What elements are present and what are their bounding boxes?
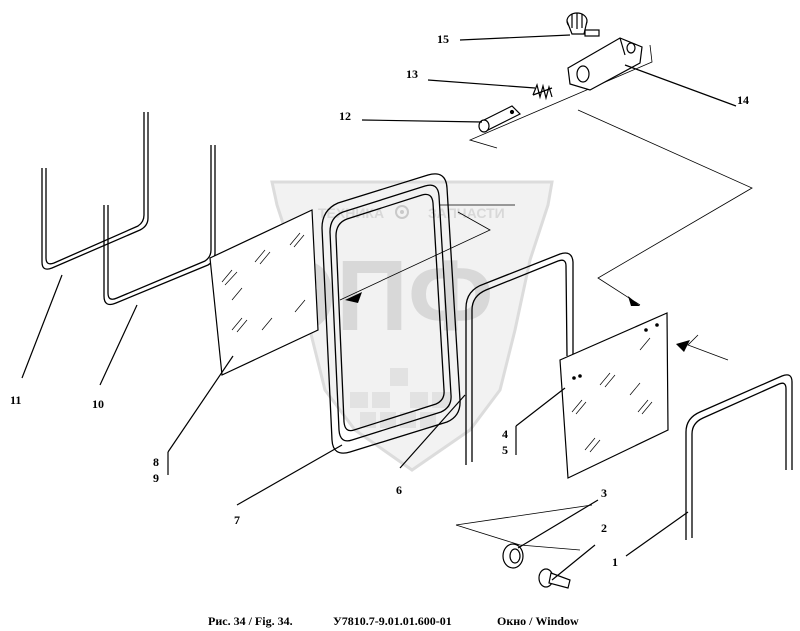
- figure-caption: Рис. 34 / Fig. 34. У7810.7-9.01.01.600-0…: [208, 614, 579, 628]
- glass-pane-part-8: [209, 209, 319, 376]
- latch-bracket-part-14: [567, 37, 643, 91]
- gear-icon: [395, 205, 409, 219]
- pin-part-12: [478, 105, 522, 133]
- glass-panel-part-4: [559, 312, 669, 479]
- bushing-part-3: [502, 543, 524, 569]
- callout-8: 8: [153, 455, 159, 469]
- seal-strip-part-6: [465, 252, 574, 465]
- u-frame-part-1: [685, 374, 793, 540]
- caption-part-code: У7810.7-9.01.01.600-01: [333, 614, 452, 628]
- knob-part-15: [566, 12, 600, 37]
- callout-5: 5: [502, 443, 508, 457]
- callout-12: 12: [339, 109, 351, 123]
- callout-4: 4: [502, 427, 508, 441]
- watermark-text-right: ЗАПЧАСТИ: [428, 205, 505, 221]
- callout-7: 7: [234, 513, 240, 527]
- callout-9: 9: [153, 471, 159, 485]
- callout-15: 15: [437, 32, 449, 46]
- assembly-lines: [339, 44, 753, 551]
- spring-part-13: [532, 83, 553, 101]
- arrow-icon: [345, 292, 690, 352]
- watermark-text-left: ТЕХНИКА: [318, 205, 384, 221]
- callout-3: 3: [601, 486, 607, 500]
- callout-10: 10: [92, 397, 104, 411]
- callout-labels: 15 13 12 14 11 10 8 9 7 6 4 5 3 2 1: [10, 32, 749, 569]
- callout-13: 13: [406, 67, 418, 81]
- u-bracket-part-10: [103, 145, 216, 306]
- callout-6: 6: [396, 483, 402, 497]
- leader-lines: [21, 34, 737, 581]
- callout-2: 2: [601, 521, 607, 535]
- caption-title: Окно / Window: [497, 614, 579, 628]
- callout-1: 1: [612, 555, 618, 569]
- screw-part-2: [538, 568, 571, 589]
- u-bracket-part-11: [41, 112, 149, 270]
- caption-figure-number: Рис. 34 / Fig. 34.: [208, 614, 293, 628]
- callout-11: 11: [10, 393, 21, 407]
- callout-14: 14: [737, 93, 749, 107]
